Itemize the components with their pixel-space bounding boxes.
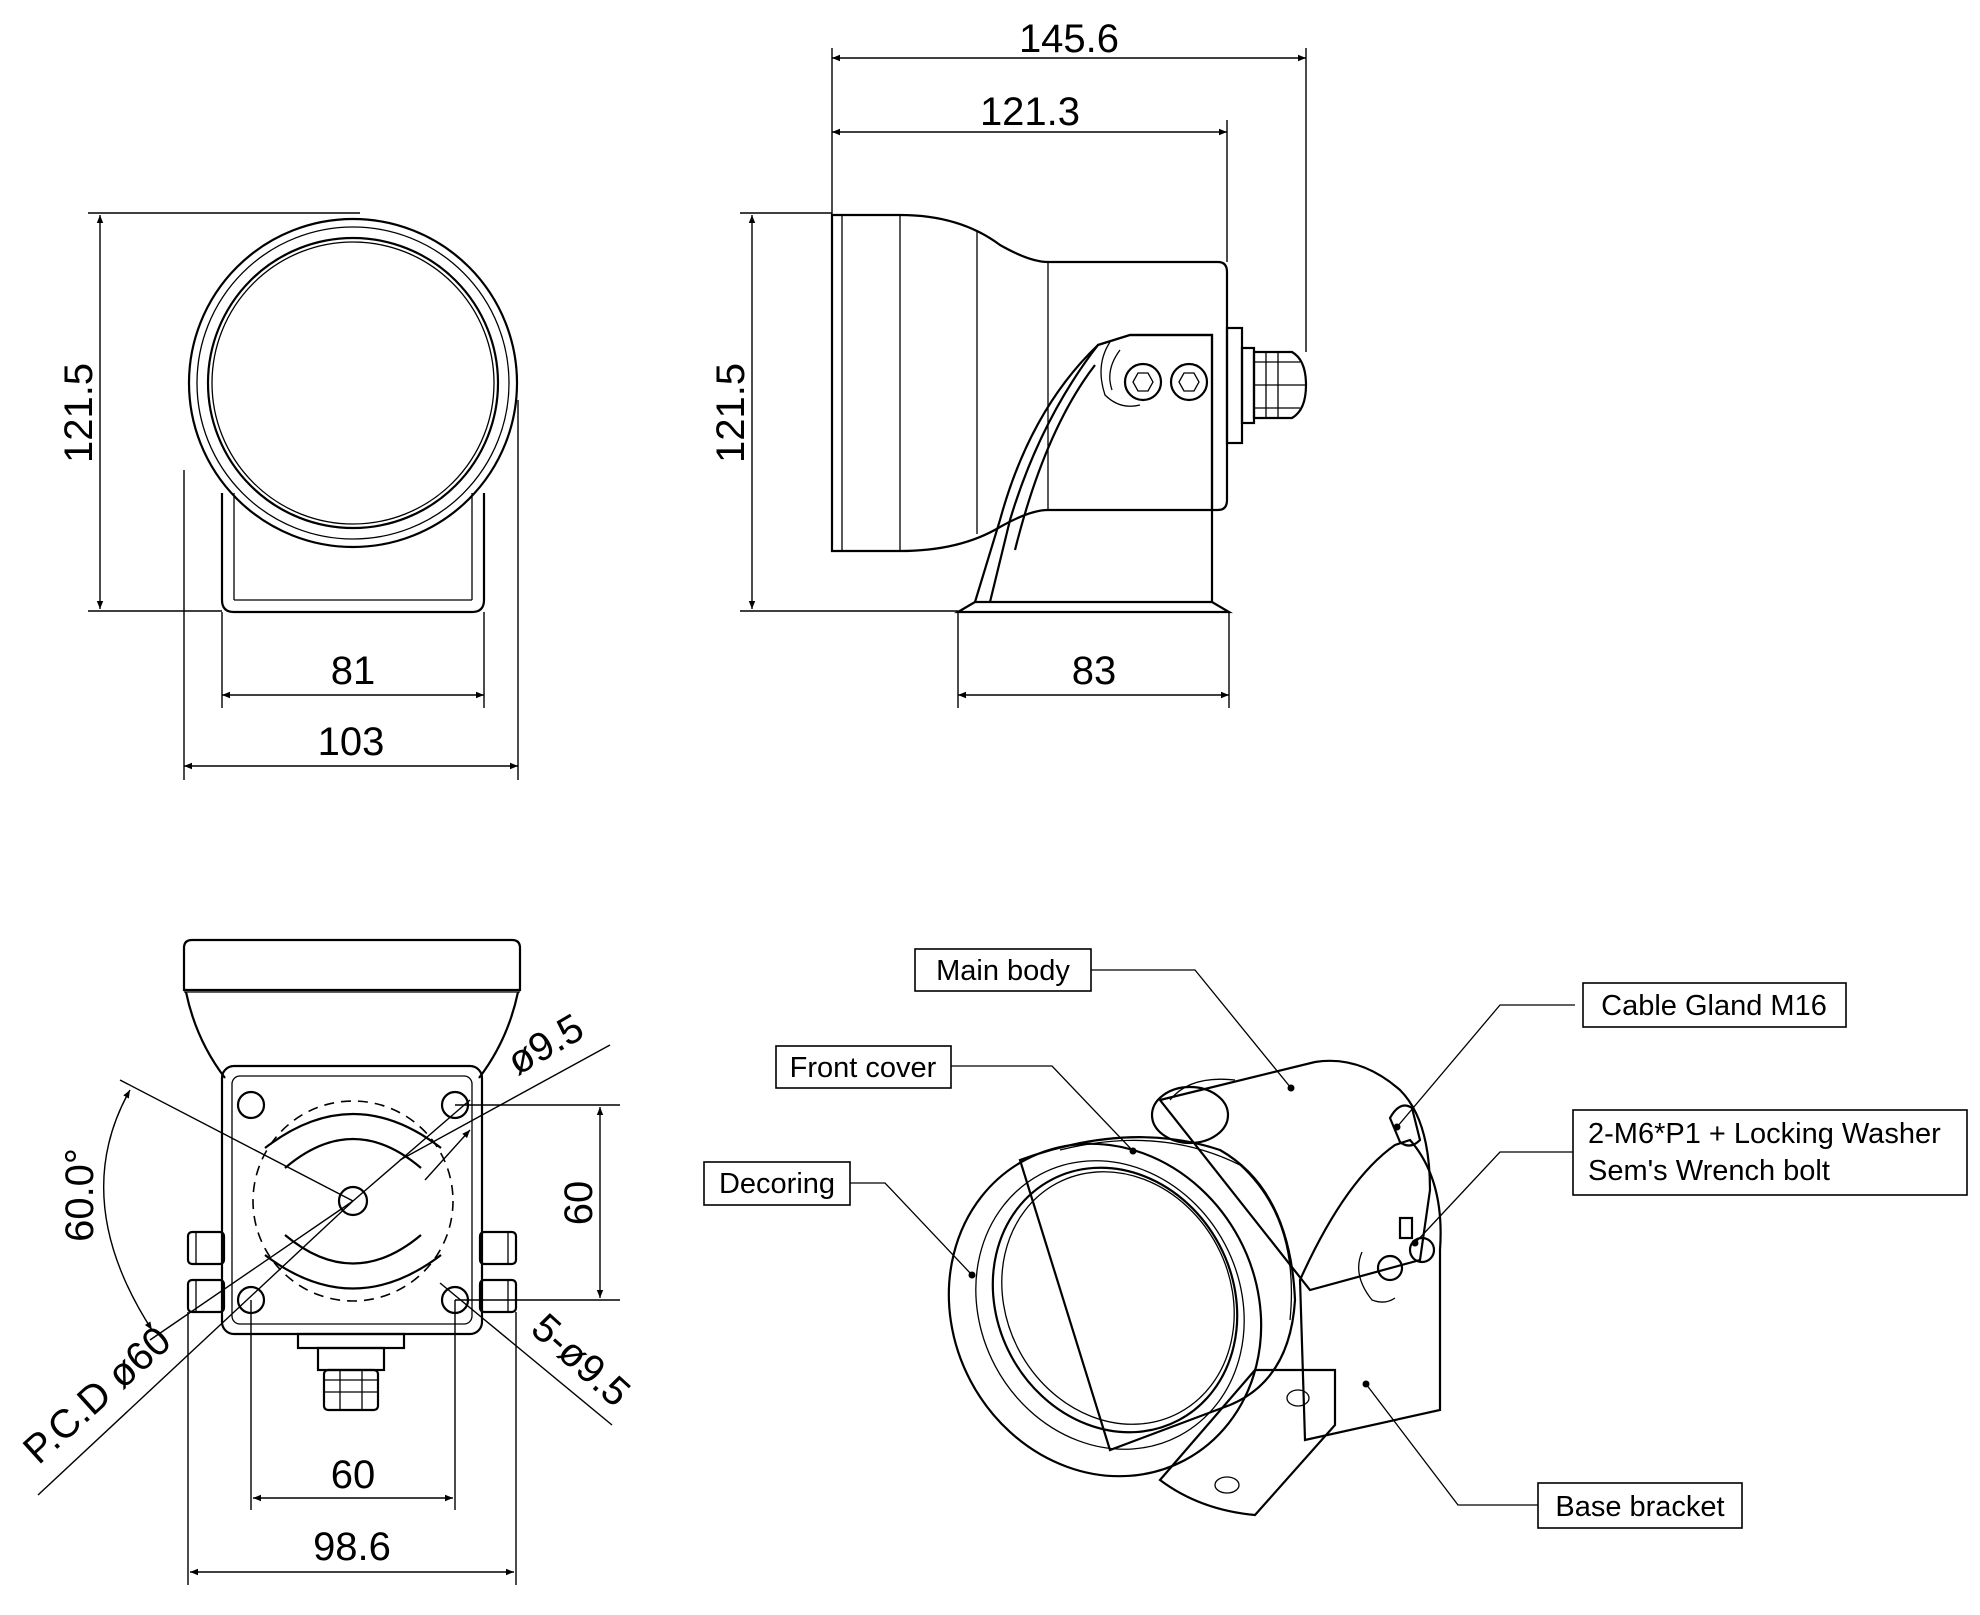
bottom-angle-dim: 60.0° — [58, 1148, 102, 1242]
callout-base-bracket: Base bracket — [1555, 1491, 1724, 1523]
front-height-dim: 121.5 — [57, 363, 101, 463]
callout-front-cover: Front cover — [790, 1052, 937, 1084]
side-height-dim: 121.5 — [709, 363, 753, 463]
callout-main-body: Main body — [936, 955, 1070, 987]
callout-cable-gland: Cable Gland M16 — [1601, 990, 1827, 1022]
bottom-horizontal-spacing-dim: 60 — [331, 1453, 376, 1497]
bottom-vertical-spacing-dim: 60 — [557, 1181, 601, 1226]
bottom-hole-dia-dim: ø9.5 — [500, 1006, 591, 1084]
callout-bolt-line2: Sem's Wrench bolt — [1588, 1155, 1830, 1187]
side-overall-length-dim: 145.6 — [1019, 17, 1119, 61]
front-base-width-dim: 81 — [331, 649, 376, 693]
isometric-view: Main body Cable Gland M16 Front cover 2-… — [703, 948, 1968, 1529]
side-view: 145.6 121.3 121.5 83 — [709, 17, 1308, 708]
bottom-overall-width-dim: 98.6 — [313, 1525, 391, 1569]
bottom-view: ø9.5 60.0° 60 P.C.D ø60 5-ø9.5 60 98.6 — [15, 938, 638, 1585]
bottom-pcd-dim: P.C.D ø60 — [15, 1318, 179, 1472]
callout-bolt-line1: 2-M6*P1 + Locking Washer — [1588, 1118, 1941, 1150]
callout-decoring: Decoring — [719, 1168, 835, 1200]
side-base-length-dim: 83 — [1072, 649, 1117, 693]
front-overall-width-dim: 103 — [318, 720, 385, 764]
front-view: 121.5 81 103 — [57, 212, 519, 780]
side-body-length-dim: 121.3 — [980, 90, 1080, 134]
